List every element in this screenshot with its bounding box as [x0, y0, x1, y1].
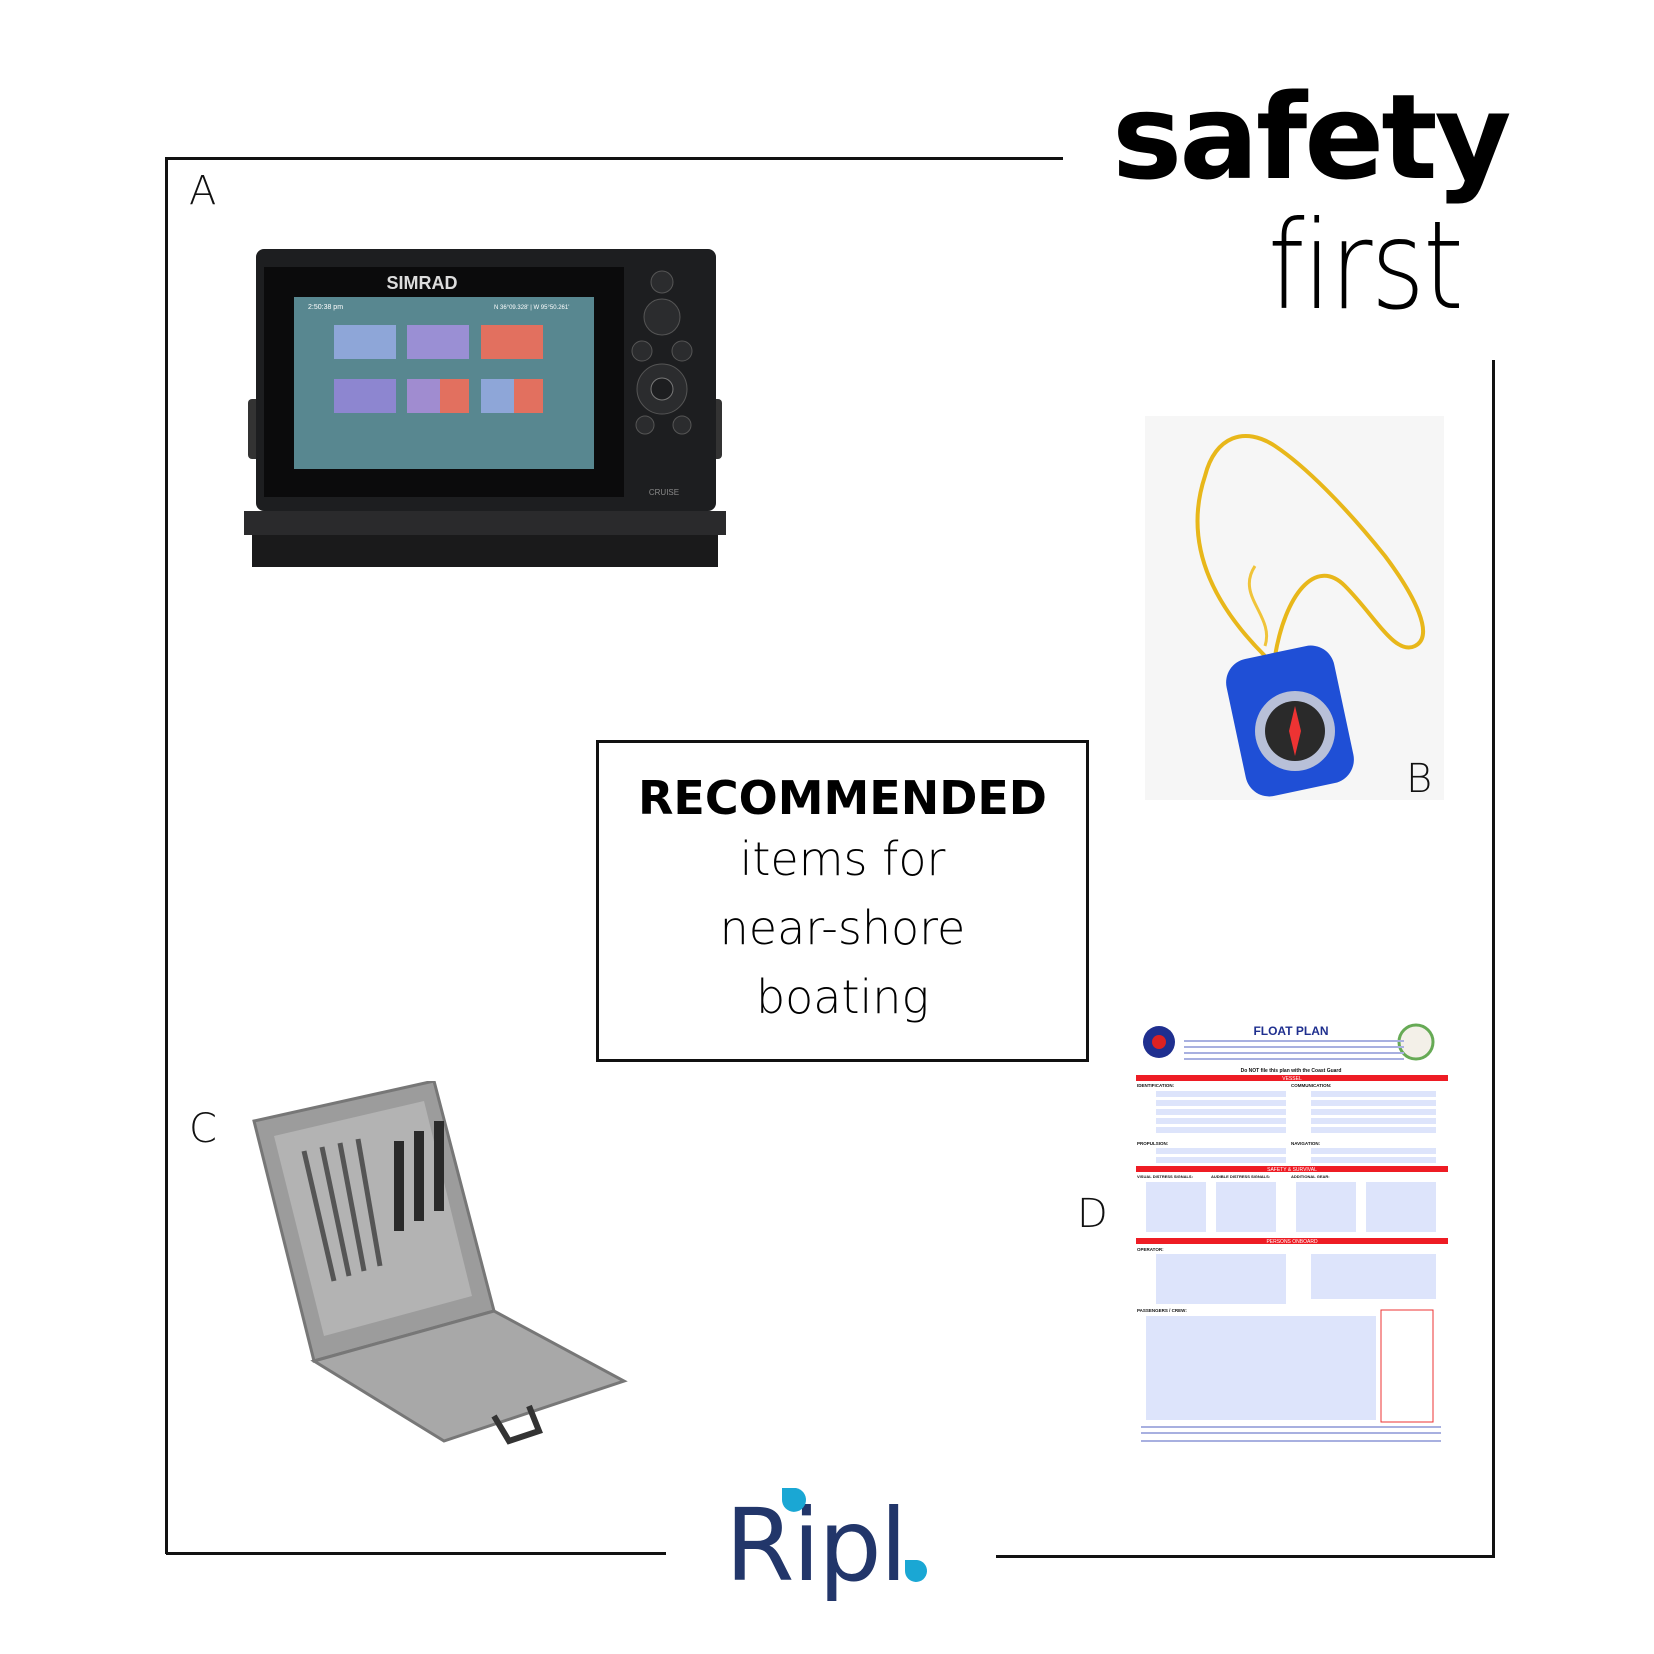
field-identification: IDENTIFICATION:	[1137, 1083, 1175, 1088]
gps-coords: N 36°09.328' | W 95°50.261'	[494, 305, 569, 311]
recommended-box: RECOMMENDED items for near-shore boating	[596, 740, 1089, 1062]
label-d: D	[1077, 1191, 1108, 1237]
field-additional-gear: ADDITIONAL GEAR:	[1291, 1174, 1330, 1179]
frame-top-line	[166, 157, 1063, 160]
ripl-dot-drop-icon	[905, 1560, 927, 1582]
float-plan-title: FLOAT PLAN	[1253, 1024, 1328, 1038]
compass-lanyard-image	[1145, 416, 1444, 800]
gps-model: CRUISE	[649, 488, 679, 497]
label-b: B	[1406, 756, 1433, 802]
auxiliary-seal-icon	[1397, 1023, 1435, 1061]
section-persons-onboard: PERSONS ONBOARD	[1266, 1239, 1318, 1245]
ripl-logo: Ripl	[725, 1487, 927, 1604]
gps-chartplotter-image: 2:50:38 pm N 36°09.328' | W 95°50.261' S…	[244, 249, 726, 567]
recommended-line-boating: boating	[755, 970, 930, 1024]
field-operator: OPERATOR:	[1137, 1247, 1164, 1252]
float-plan-document-image: FLOAT PLAN Do NOT file this plan with th…	[1136, 1020, 1448, 1450]
ripl-logo-text: Ripl	[725, 1487, 906, 1604]
toolbox-image	[252, 1081, 628, 1445]
ripl-drop-icon	[782, 1488, 806, 1512]
label-a: A	[189, 168, 217, 214]
frame-bottom-right-line	[996, 1555, 1495, 1558]
field-audible-distress: AUDIBLE DISTRESS SIGNALS:	[1211, 1174, 1270, 1179]
frame-bottom-left-line	[166, 1552, 666, 1555]
gps-time: 2:50:38 pm	[308, 304, 343, 311]
field-propulsion: PROPULSION:	[1137, 1141, 1169, 1146]
field-passengers-crew: PASSENGERS / CREW:	[1137, 1308, 1187, 1313]
field-visual-distress: VISUAL DISTRESS SIGNALS:	[1137, 1174, 1193, 1179]
recommended-line-near-shore: near-shore	[719, 901, 966, 955]
float-plan-notice: Do NOT file this plan with the Coast Gua…	[1241, 1068, 1342, 1074]
field-communication: COMMUNICATION:	[1291, 1083, 1332, 1088]
frame-right-line	[1492, 360, 1495, 1557]
field-navigation: NAVIGATION:	[1291, 1141, 1321, 1146]
title-first: first	[1268, 195, 1464, 337]
title-safety: safety	[1112, 68, 1512, 206]
section-vessel: VESSEL	[1282, 1076, 1302, 1082]
recommended-heading: RECOMMENDED	[638, 771, 1047, 825]
recommended-line-items: items for	[739, 832, 946, 886]
gps-brand: SIMRAD	[387, 273, 458, 293]
label-c: C	[189, 1106, 217, 1152]
section-safety-survival: SAFETY & SURVIVAL	[1267, 1167, 1317, 1173]
frame-left-line	[165, 157, 168, 1554]
